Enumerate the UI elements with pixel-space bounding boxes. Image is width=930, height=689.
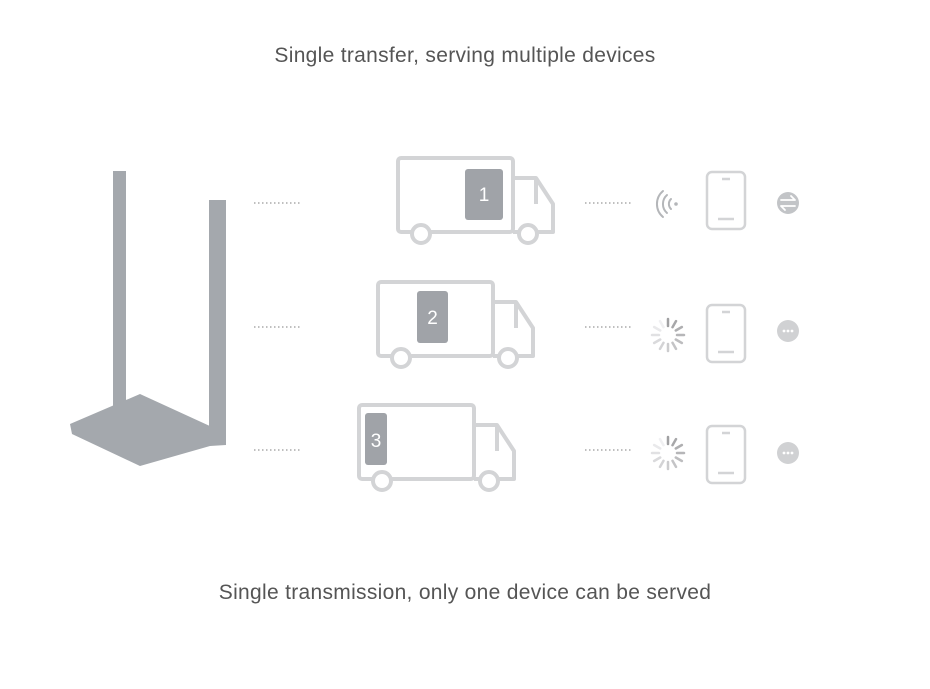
cargo-box [365,413,387,465]
truck-number: 2 [427,308,438,329]
spinner-segment [658,459,665,469]
spinner-segment [652,443,662,450]
truck-1: 1 [396,156,555,245]
diagram-title: Single transfer, serving multiple device… [274,44,656,67]
router-icon [70,171,226,466]
spinner-segment [671,341,678,351]
spinner-segment [658,437,665,447]
spinner-segment [674,443,684,450]
spinner-segment [652,325,662,332]
phone-icon [705,303,747,364]
truck-3: 3 [357,403,516,492]
spinner-segment [658,319,665,329]
phone-icon [705,170,747,231]
truck-number: 3 [371,431,382,452]
spinner-segment [674,325,684,332]
spinner-segment [671,319,678,329]
spinner-segment [671,437,678,447]
diagram-caption: Single transmission, only one device can… [218,581,712,604]
phone-icon [705,424,747,485]
cargo-box [465,169,503,220]
cargo-box [417,291,448,343]
truck-2: 2 [376,280,535,369]
wifi-signal-icon [656,190,678,218]
spinner-segment [671,459,678,469]
more-icon [777,320,799,342]
loading-spinner-icon [650,317,686,353]
spinner-segment [674,456,684,463]
transfer-icon [777,192,799,214]
loading-spinner-icon [650,435,686,471]
truck-number: 1 [479,185,490,206]
spinner-segment [652,456,662,463]
spinner-segment [652,338,662,345]
spinner-segment [674,338,684,345]
more-icon [777,442,799,464]
spinner-segment [658,341,665,351]
